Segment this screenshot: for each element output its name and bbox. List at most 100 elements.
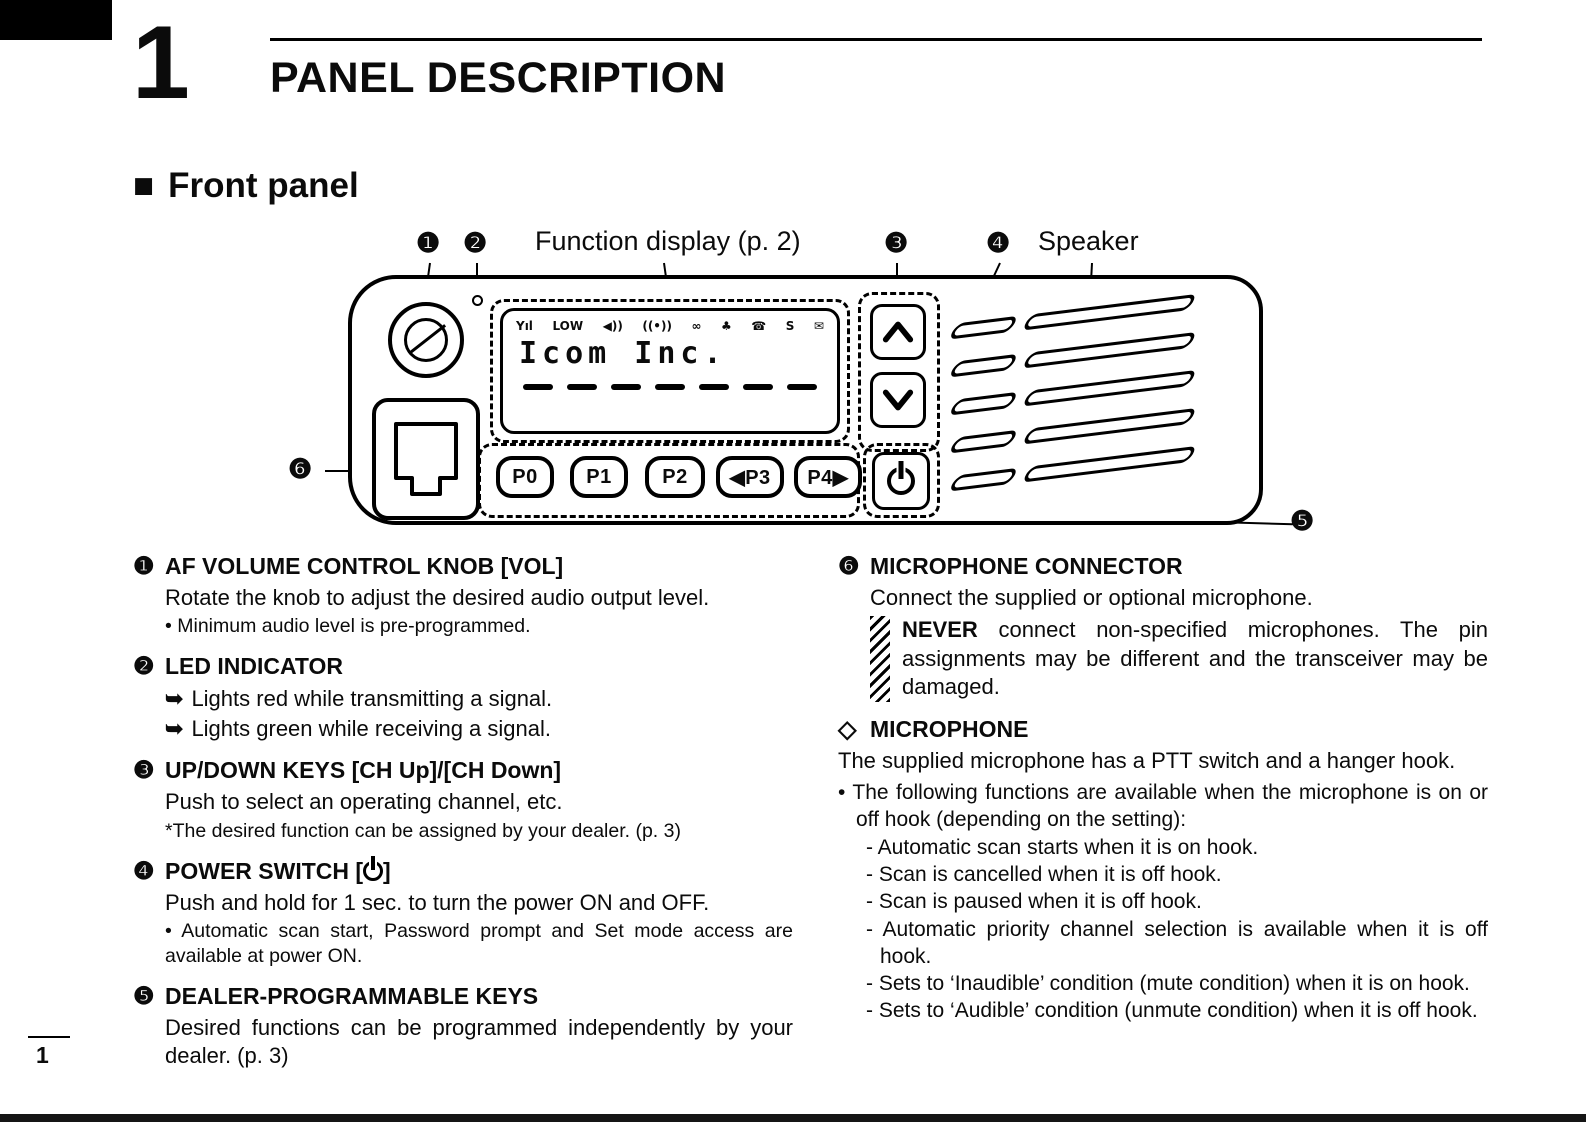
power-icon: [887, 467, 915, 495]
speaker-audio-icon: ◀)): [602, 319, 623, 333]
function-display: Yıl LOW ◀)) ((•)) ∞ ♣ ☎ S ✉ Icom Inc.: [500, 308, 840, 434]
callout-num: ❺: [133, 982, 155, 1010]
power-switch-key: [872, 452, 930, 510]
scan-icon: ∞: [691, 319, 702, 333]
mic-function-item: - Scan is paused when it is off hook.: [866, 890, 1202, 914]
callout-num: ❻: [838, 553, 860, 580]
power-switch-group: [863, 443, 940, 518]
s-icon: S: [785, 319, 795, 333]
lcd-segment-dash: [787, 384, 817, 390]
channel-up-key: [870, 304, 926, 360]
key-p3: ◀P3: [716, 456, 784, 498]
power-title-prefix: POWER SWITCH [: [165, 857, 364, 884]
section-title: POWER SWITCH []: [165, 858, 391, 885]
lcd-text: Icom Inc.: [519, 336, 727, 371]
led-red-text: Lights red while transmitting a signal.: [191, 686, 553, 712]
diamond-marker-icon: ◇: [838, 715, 857, 743]
key-p0: P0: [496, 456, 554, 498]
chapter-tab-bar-bottom: [0, 0, 112, 17]
led-green-text: Lights green while receiving a signal.: [191, 715, 551, 741]
mic-bullet: • The following functions are available …: [838, 781, 1488, 832]
chapter-number: 1: [132, 5, 190, 121]
rj45-jack-icon: [394, 422, 458, 496]
updown-keys-group: [858, 292, 940, 452]
power-title-suffix: ]: [383, 857, 391, 884]
front-panel-heading: ■ Front panel: [133, 166, 359, 206]
transmit-icon: ((•)): [642, 319, 672, 333]
warning-rest: connect non-specified microphones. The p…: [902, 617, 1488, 700]
left-column: ❶ AF VOLUME CONTROL KNOB [VOL] Rotate th…: [133, 552, 793, 1083]
channel-down-key: [870, 372, 926, 428]
lcd-segment-dash: [699, 384, 729, 390]
page-edge-strip: [0, 1114, 1586, 1122]
section-body: Connect the supplied or optional microph…: [870, 585, 1313, 610]
section-programmable-keys: ❺ DEALER-PROGRAMMABLE KEYS Desired funct…: [133, 982, 793, 1070]
low-power-icon: LOW: [552, 319, 584, 333]
lcd-segment-dash: [611, 384, 641, 390]
arrow-icon: ➥: [165, 686, 184, 712]
callout-2: ❷: [463, 228, 488, 258]
key-p2: P2: [645, 456, 705, 498]
section-title: MICROPHONE: [870, 715, 1029, 742]
led-green-line: ➥ Lights green while receiving a signal.: [165, 714, 793, 744]
section-power-switch: ❹ POWER SWITCH [] Push and hold for 1 se…: [133, 857, 793, 969]
section-af-volume: ❶ AF VOLUME CONTROL KNOB [VOL] Rotate th…: [133, 552, 793, 639]
power-icon: [363, 860, 384, 881]
lcd-segment-row: [503, 384, 837, 390]
front-panel-heading-label: Front panel: [168, 166, 359, 205]
right-column: ❻ MICROPHONE CONNECTOR Connect the suppl…: [838, 552, 1488, 1038]
callout-num: ❸: [133, 757, 155, 785]
speaker-label: Speaker: [1038, 226, 1139, 256]
signal-strength-icon: Yıl: [516, 319, 533, 333]
section-title: DEALER-PROGRAMMABLE KEYS: [165, 982, 539, 1009]
phone-icon: ☎: [751, 319, 767, 333]
section-microphone: ◇ MICROPHONE The supplied microphone has…: [838, 715, 1488, 1025]
warning-text: NEVER connect non-specified microphones.…: [902, 616, 1488, 702]
section-mic-connector: ❻ MICROPHONE CONNECTOR Connect the suppl…: [838, 552, 1488, 702]
mic-function-item: - Automatic priority channel selection i…: [866, 917, 1488, 968]
warning-never: NEVER: [902, 617, 978, 643]
section-note: • Automatic scan start, Password prompt …: [165, 919, 793, 967]
page-title: PANEL DESCRIPTION: [270, 54, 727, 102]
function-display-group: [490, 299, 850, 443]
callout-5: ❺: [1290, 506, 1315, 536]
function-display-label: Function display (p. 2): [535, 226, 801, 256]
section-title: LED INDICATOR: [165, 653, 344, 680]
callout-num: ❹: [133, 857, 155, 885]
lcd-segment-dash: [743, 384, 773, 390]
chevron-up-icon: [882, 321, 914, 343]
led-red-line: ➥ Lights red while transmitting a signal.: [165, 684, 793, 714]
section-title: AF VOLUME CONTROL KNOB [VOL]: [165, 553, 564, 579]
mic-function-item: - Automatic scan starts when it is on ho…: [866, 835, 1259, 859]
bell-icon: ♣: [720, 319, 732, 333]
section-title: UP/DOWN KEYS [CH Up]/[CH Down]: [165, 757, 562, 784]
section-led-indicator: ❷ LED INDICATOR ➥ Lights red while transm…: [133, 652, 793, 743]
callout-6: ❻: [288, 454, 313, 484]
led-indicator-icon: [472, 295, 483, 306]
section-body: Push to select an operating channel, etc…: [165, 789, 563, 815]
page-number-rule: [28, 1036, 70, 1038]
mic-function-item: - Sets to ‘Audible’ condition (unmute co…: [866, 999, 1478, 1023]
section-body: The supplied microphone has a PTT switch…: [838, 747, 1456, 773]
square-marker-icon: ■: [133, 166, 155, 205]
mic-function-item: - Sets to ‘Inaudible’ condition (mute co…: [866, 972, 1470, 996]
section-note: • Minimum audio level is pre-programmed.: [165, 615, 531, 638]
key-p1: P1: [570, 456, 628, 498]
warning-hatch-icon: [870, 616, 890, 702]
envelope-icon: ✉: [813, 319, 824, 333]
lcd-status-icon-row: Yıl LOW ◀)) ((•)) ∞ ♣ ☎ S ✉: [503, 311, 837, 333]
never-warning: NEVER connect non-specified microphones.…: [870, 616, 1488, 702]
section-body: Rotate the knob to adjust the desired au…: [165, 585, 710, 610]
section-updown-keys: ❸ UP/DOWN KEYS [CH Up]/[CH Down] Push to…: [133, 756, 793, 843]
section-body: Desired functions can be programmed inde…: [165, 1014, 793, 1068]
key-p4: P4▶: [794, 456, 862, 498]
callout-3: ❸: [884, 228, 909, 258]
callout-num: ❶: [133, 553, 155, 580]
section-title: MICROPHONE CONNECTOR: [870, 553, 1183, 579]
chevron-down-icon: [882, 389, 914, 411]
callout-num: ❷: [133, 653, 155, 681]
lcd-segment-dash: [523, 384, 553, 390]
callout-1: ❶: [416, 228, 441, 258]
arrow-icon: ➥: [165, 715, 184, 741]
